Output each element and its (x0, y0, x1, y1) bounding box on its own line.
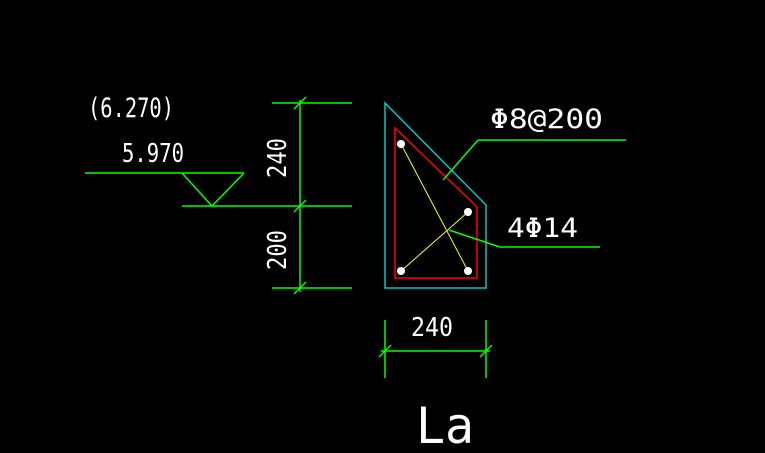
vertical-dimension: 240 200 (263, 96, 352, 295)
rebar-dot-top (397, 140, 405, 148)
section-outline (384, 101, 487, 289)
dimension-tick-top (293, 96, 307, 110)
width-tick-right (479, 344, 493, 358)
rebar-dot-bottom-left (397, 267, 405, 275)
width-tick-left (378, 344, 392, 358)
dimension-label-height-bottom: 200 (263, 230, 293, 270)
section-name-label: La (416, 397, 474, 448)
rebar-dot-right-upper (464, 208, 472, 216)
horizontal-dimension: 240 (378, 313, 493, 378)
beam-section (384, 101, 487, 289)
elevation-upper-label: (6.270) (88, 93, 174, 124)
stirrup-leader-diagonal (442, 139, 479, 181)
crosstie-diagonal-short (400, 211, 469, 272)
stirrup-spec-label: Φ8@200 (490, 104, 603, 135)
dimension-tick-middle (293, 199, 307, 213)
rebar-spec-label: 4Φ14 (507, 213, 578, 244)
stirrup (394, 126, 478, 279)
elevation-triangle-symbol (181, 172, 245, 208)
elevation-lower-label: 5.970 (122, 139, 184, 169)
dimension-tick-bottom (293, 281, 307, 295)
rebar-dot-bottom-right (464, 267, 472, 275)
dimension-label-width: 240 (411, 313, 453, 343)
elevation-marker: (6.270) 5.970 (85, 93, 352, 208)
rebar-leader-diagonal (448, 229, 501, 248)
crosstie-diagonal-long (400, 143, 469, 272)
rebar-annotations: Φ8@200 4Φ14 (442, 104, 626, 248)
dimension-label-height-top: 240 (263, 138, 293, 178)
